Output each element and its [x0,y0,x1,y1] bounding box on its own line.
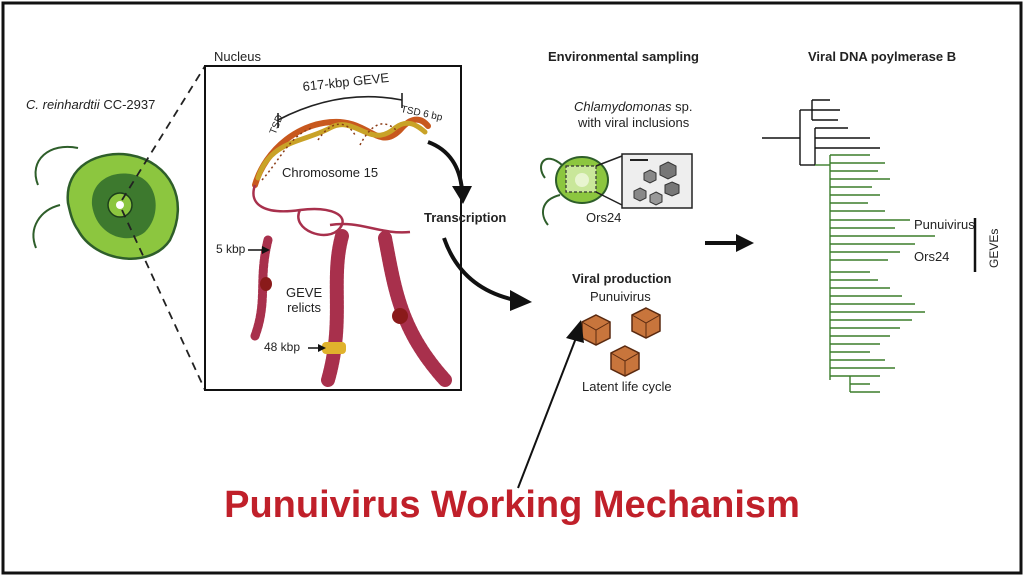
polymerase-title: Viral DNA poylmerase B [808,49,957,64]
latent-cycle-label: Latent life cycle [582,379,672,394]
nucleolus [116,201,124,209]
zoom-line-bottom [121,209,206,391]
host-species: C. reinhardtii [26,97,100,112]
kbp48-label: 48 kbp [264,340,301,354]
algae-cell [32,145,180,260]
viral-inclusions-label: with viral inclusions [578,115,690,130]
inset-line-bottom [595,191,623,206]
chlamy-genus: Chlamydomonas [574,99,672,114]
flagellum-top [34,145,79,186]
env-sampling-title: Environmental sampling [548,49,699,64]
punuivirus-label: Punuivirus [590,289,651,304]
arrow-to-transcription [427,140,464,191]
nucleus-label: Nucleus [214,49,261,64]
arrowhead-transcription [452,186,472,204]
phylogenetic-tree [762,99,977,393]
zoom-line-top [121,65,206,201]
dna-helix [252,116,431,237]
tree-punuivirus-label: Punuivirus [914,217,975,232]
insert-48kbp [322,342,346,354]
geve-relict-marker [260,277,272,291]
host-strain: CC-2937 [103,97,156,112]
kbp5-label: 5 kbp [216,242,246,256]
geve-relicts-label: GEVE relicts [286,285,323,315]
micrograph-inset [621,153,693,209]
ors24-label: Ors24 [586,210,622,225]
viral-production-title: Viral production [572,271,672,286]
page-title: Punuivirus Working Mechanism [224,484,800,526]
chlamy-sp: sp. [675,99,693,114]
geves-label: GEVEs [987,228,1001,268]
geve-bracket [277,93,403,128]
chromosomes [250,229,452,387]
geve-relict-marker [392,308,408,324]
arrow-title-to-virus [517,337,577,489]
nucleus-box [204,65,462,391]
ors24-cell [540,156,609,226]
arrow-to-production [442,237,516,302]
chlamy-label: Chlamydomonas sp. [574,99,693,115]
inset-line-top [595,155,623,167]
flagellum-bottom [32,204,61,249]
arrowhead-production [510,290,532,311]
host-label: C. reinhardtii CC-2937 [26,97,156,113]
chromosome-label: Chromosome 15 [282,165,379,180]
transcription-label: Transcription [424,210,507,225]
tree-ors24-label: Ors24 [914,249,950,264]
virion-group [581,307,661,377]
